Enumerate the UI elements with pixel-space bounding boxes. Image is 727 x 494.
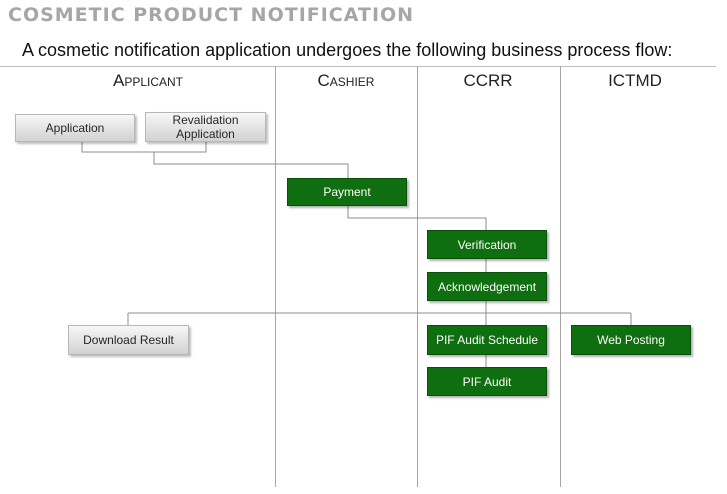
lane-ictmd: ICTMD <box>608 71 662 90</box>
step-download-result: Download Result <box>68 325 189 355</box>
connector-payment-verification <box>347 206 487 230</box>
connector-application-payment <box>81 142 154 153</box>
step-application: Application <box>15 114 135 142</box>
step-pif-audit: PIF Audit <box>427 367 547 396</box>
lane-separator <box>275 66 276 487</box>
step-payment: Payment <box>287 178 407 206</box>
step-pif-audit-schedule: PIF Audit Schedule <box>427 325 547 355</box>
lane-cashier: Cashier <box>317 71 375 90</box>
step-verification: Verification <box>427 230 547 259</box>
lane-separator <box>417 66 418 487</box>
header-divider <box>0 66 716 67</box>
lane-separator <box>560 66 561 487</box>
page-title: COSMETIC PRODUCT NOTIFICATION <box>8 4 415 26</box>
lane-applicant: Applicant <box>112 71 184 90</box>
page-subtitle: A cosmetic notification application unde… <box>22 40 673 60</box>
step-revalidation-application: Revalidation Application <box>145 112 266 142</box>
lane-ccrr: CCRR <box>463 71 513 90</box>
step-web-posting: Web Posting <box>571 325 691 355</box>
connector-revalidation-payment <box>153 142 349 178</box>
step-acknowledgement: Acknowledgement <box>427 272 547 301</box>
